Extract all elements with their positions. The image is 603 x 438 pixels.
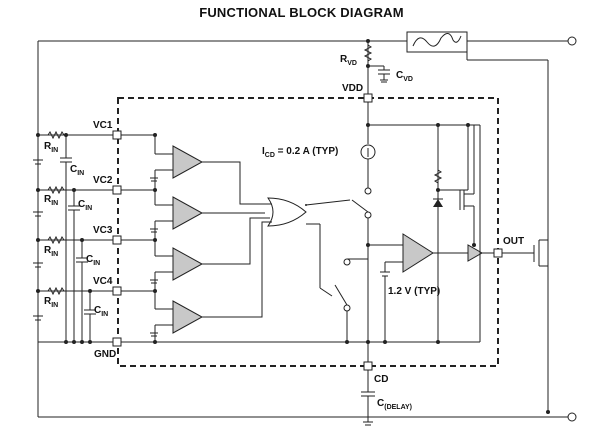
cell-comparator-1 <box>172 145 204 179</box>
cdelay-label: C(DELAY) <box>377 398 412 411</box>
output-buffer <box>467 244 484 262</box>
rin-label-1: RIN <box>44 141 58 154</box>
protection-element <box>406 31 468 53</box>
vc3-label: VC3 <box>93 225 113 236</box>
vc2-label: VC2 <box>93 175 113 186</box>
cin-label-3: CIN <box>86 254 100 267</box>
vc3-pin <box>112 235 122 245</box>
cd-pin <box>363 361 373 371</box>
cvd-label: CVD <box>396 70 413 83</box>
cin-label-4: CIN <box>94 305 108 318</box>
vc2-pin <box>112 185 122 195</box>
output-comparator <box>402 233 434 273</box>
rvd-resistor <box>363 44 373 62</box>
ground-terminal <box>567 412 577 422</box>
vc4-pin <box>112 286 122 296</box>
vc1-pin <box>112 130 122 140</box>
zener-diode <box>433 199 443 207</box>
cd-label: CD <box>374 374 388 385</box>
thermal-fuse-icon <box>412 33 462 47</box>
icd-label: ICD = 0.2 A (TYP) <box>262 146 338 159</box>
vref-label: 1.2 V (TYP) <box>388 286 440 297</box>
discharge-switch <box>351 199 369 213</box>
comparators <box>172 145 204 334</box>
or-gate <box>267 197 307 227</box>
pullup-resistor <box>433 169 443 184</box>
cell-comparator-4 <box>172 300 204 334</box>
ic-boundary <box>117 97 499 367</box>
reset-switch <box>334 284 348 306</box>
cell-comparator-3 <box>172 247 204 281</box>
rvd-label: RVD <box>340 54 357 67</box>
out-label: OUT <box>503 236 524 247</box>
rin-label-4: RIN <box>44 296 58 309</box>
vdd-pin <box>363 93 373 103</box>
gnd-pin <box>112 337 122 347</box>
cell-comparator-2 <box>172 196 204 230</box>
out-pin <box>493 248 503 258</box>
cin-label-2: CIN <box>78 199 92 212</box>
diagram-title: FUNCTIONAL BLOCK DIAGRAM <box>199 5 404 20</box>
rin-label-2: RIN <box>44 194 58 207</box>
gnd-label: GND <box>94 349 116 360</box>
vdd-label: VDD <box>342 83 363 94</box>
cell-stack <box>33 130 113 342</box>
rin-label-3: RIN <box>44 245 58 258</box>
vc1-label: VC1 <box>93 120 113 131</box>
vc4-label: VC4 <box>93 276 113 287</box>
cin-label-1: CIN <box>70 164 84 177</box>
supply-terminal <box>567 36 577 46</box>
